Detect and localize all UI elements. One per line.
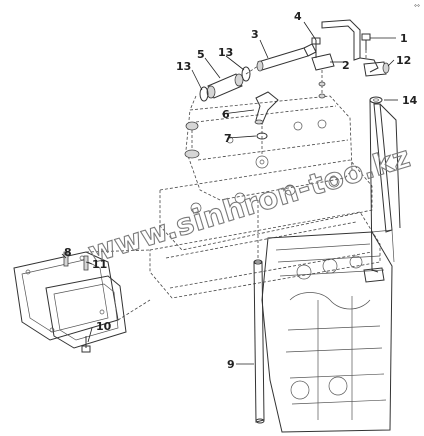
corner-mark: °° (414, 4, 420, 11)
bent-pipe (321, 19, 379, 73)
hose-alignment-lines (189, 65, 259, 111)
callout-labels: 1 2 3 4 5 6 7 8 9 10 11 12 13 13 14 (64, 10, 418, 371)
callout-6: 6 (222, 108, 230, 121)
return-pipe (363, 99, 401, 283)
callout-1: 1 (400, 32, 408, 45)
fittings-left (184, 121, 200, 159)
callout-2: 2 (342, 59, 350, 72)
pipe-3 (256, 43, 317, 72)
callout-11: 11 (92, 258, 107, 271)
callout-4: 4 (294, 10, 302, 23)
connector-2-4 (311, 37, 335, 100)
leader-lines (61, 21, 398, 365)
callout-3: 3 (251, 28, 259, 41)
elbow-6 (254, 91, 279, 125)
callout-9: 9 (227, 358, 235, 371)
tube-9 (253, 200, 265, 424)
callout-8: 8 (64, 246, 72, 259)
bolt-10 (81, 336, 91, 353)
head-gasket (149, 159, 381, 299)
callout-5: 5 (197, 48, 205, 61)
callout-10: 10 (96, 320, 112, 333)
seal-7 (256, 126, 268, 156)
callout-7: 7 (224, 132, 232, 145)
engine-block (261, 229, 395, 433)
hose-5 (206, 73, 244, 99)
fitting-12 (363, 61, 390, 77)
callout-13a: 13 (176, 60, 191, 73)
clamp-13b (241, 66, 251, 82)
washer-14 (369, 96, 383, 104)
callout-14: 14 (402, 94, 418, 107)
bolt-1 (361, 33, 371, 60)
watermark: www.sinhron-too.kz (84, 139, 414, 269)
callout-13b: 13 (218, 46, 233, 59)
cover-plate (13, 249, 151, 349)
callout-12: 12 (396, 54, 411, 67)
clamp-13a (199, 86, 209, 102)
